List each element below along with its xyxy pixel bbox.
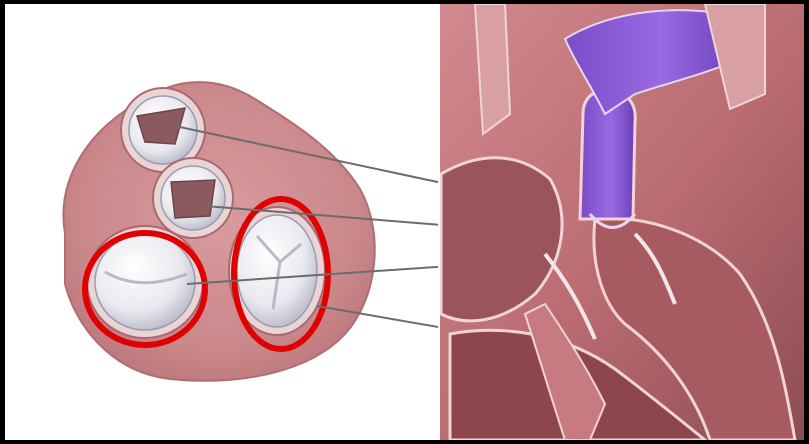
image-panel xyxy=(5,4,804,440)
mitral-valve xyxy=(87,226,203,338)
valve-ring-diagram xyxy=(63,82,374,381)
heart-cutaway xyxy=(439,4,804,440)
aortic-valve xyxy=(153,158,233,238)
heart-valves-illustration xyxy=(5,4,804,440)
